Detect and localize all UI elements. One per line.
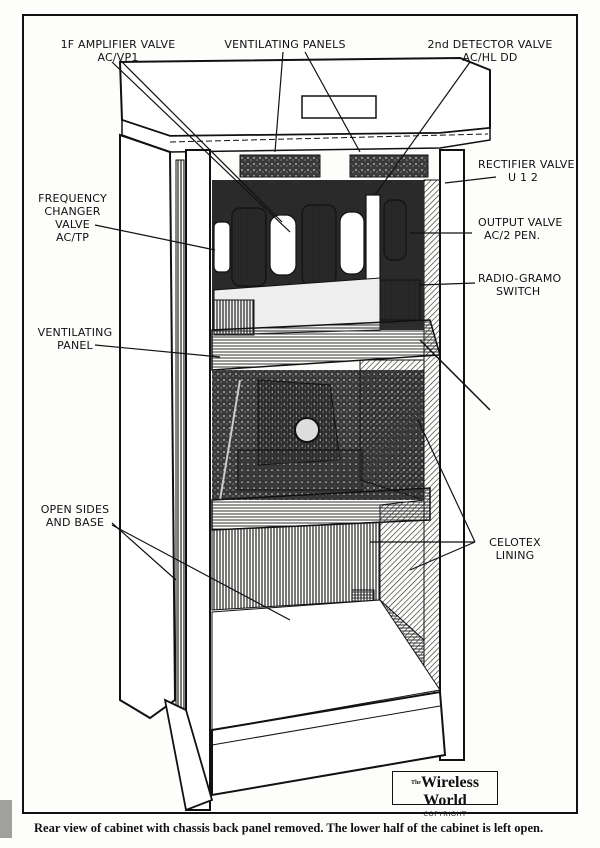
right-post — [439, 149, 465, 761]
label-line: AND BASE — [45, 516, 105, 529]
figure-frame — [22, 14, 578, 814]
scan-artifact — [0, 800, 12, 838]
chassis-compartment — [212, 180, 424, 336]
label-line: RECTIFIER VALVE — [478, 158, 575, 171]
label-celotex-lining: CELOTEX LINING — [480, 536, 550, 562]
badge-brand: TheWireless World — [393, 774, 497, 810]
label-if-amplifier-valve: 1F AMPLIFIER VALVE AC/VP1 — [48, 38, 188, 64]
label-line: OPEN SIDES — [40, 503, 110, 516]
label-line: VENTILATING PANELS — [224, 38, 346, 51]
label-line: AC/TP — [55, 231, 90, 244]
label-line: AC/2 PEN. — [484, 229, 541, 242]
label-line: 2nd DETECTOR VALVE — [427, 38, 553, 51]
badge-brand-name: Wireless World — [420, 774, 480, 809]
label-open-sides-and-base: OPEN SIDES AND BASE — [30, 503, 120, 529]
label-ventilating-panel: VENTILATING PANEL — [30, 326, 120, 352]
label-output-valve: OUTPUT VALVE AC/2 PEN. — [478, 216, 588, 242]
label-line: AC/HL DD — [462, 51, 518, 64]
right-celotex-edge — [423, 179, 441, 731]
label-line: OUTPUT VALVE — [478, 216, 563, 229]
figure-caption: Rear view of cabinet with chassis back p… — [34, 821, 544, 835]
label-radio-gramo-switch: RADIO-GRAMO SWITCH — [478, 272, 588, 298]
badge-copyright: COPYRIGHT — [423, 810, 467, 818]
cabinet-top — [118, 56, 491, 153]
lower-open-section — [163, 499, 447, 812]
speaker-compartment — [211, 359, 431, 531]
label-line: SWITCH — [496, 285, 541, 298]
label-line: CHANGER — [44, 205, 101, 218]
leader-lines — [94, 51, 497, 621]
label-line: U 1 2 — [508, 171, 539, 184]
label-second-detector-valve: 2nd DETECTOR VALVE AC/HL DD — [420, 38, 560, 64]
label-frequency-changer-valve: FREQUENCY CHANGER VALVE AC/TP — [30, 192, 115, 244]
badge-prefix: The — [410, 780, 421, 786]
label-line: VALVE — [55, 218, 90, 231]
label-line: VENTILATING — [37, 326, 113, 339]
label-line: PANEL — [57, 339, 93, 352]
wireless-world-copyright-badge: TheWireless World COPYRIGHT — [392, 771, 498, 818]
cabinet-left-side — [119, 133, 185, 751]
label-line: RADIO-GRAMO — [478, 272, 562, 285]
left-post — [185, 149, 211, 811]
label-line: 1F AMPLIFIER VALVE — [60, 38, 176, 51]
label-line: AC/VP1 — [97, 51, 139, 64]
label-line: CELOTEX — [489, 536, 541, 549]
label-ventilating-panels: VENTILATING PANELS — [210, 38, 360, 51]
vent-panel-left — [239, 154, 321, 178]
label-line: LINING — [495, 549, 535, 562]
label-rectifier-valve: RECTIFIER VALVE U 1 2 — [478, 158, 588, 184]
label-line: FREQUENCY — [38, 192, 107, 205]
vent-panel-right — [349, 154, 429, 178]
